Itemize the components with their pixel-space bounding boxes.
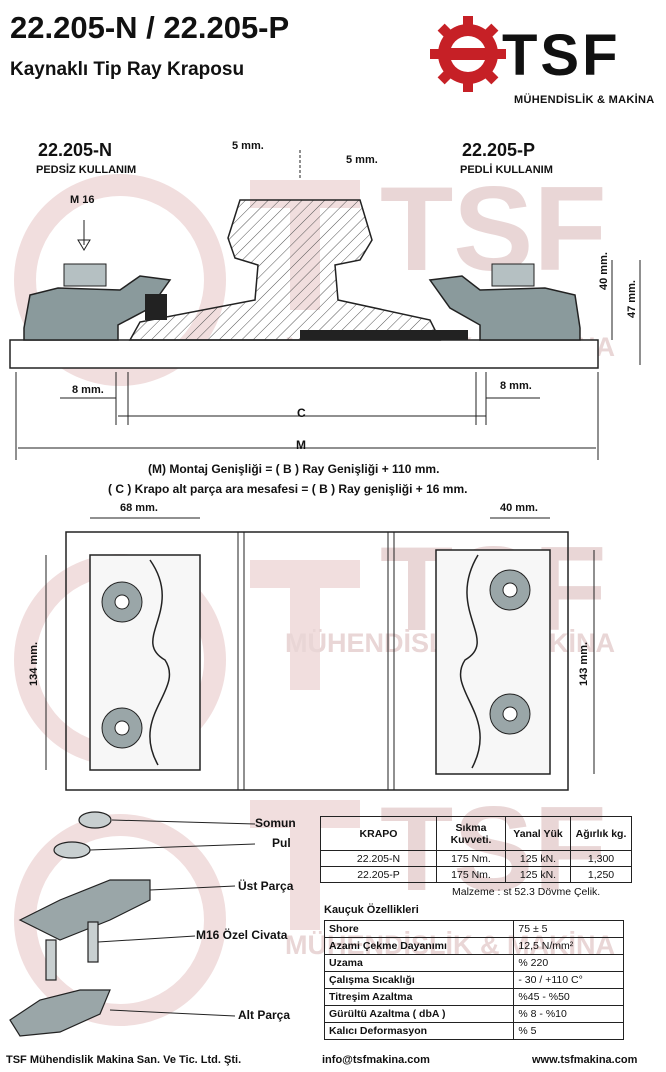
top-length-left-label: 134 mm. — [28, 641, 40, 686]
top-length-right-label: 143 mm. — [578, 641, 590, 686]
krapo-table: KRAPO Sıkma Kuvveti. Yanal Yük Ağırlık k… — [320, 816, 632, 883]
krapo-cell: 22.205-P — [320, 866, 437, 883]
cross-section-drawing — [9, 150, 641, 460]
krapo-header-weight: Ağırlık kg. — [570, 816, 632, 851]
rubber-name: Gürültü Azaltma ( dbA ) — [323, 1005, 515, 1023]
table-row: Gürültü Azaltma ( dbA )% 8 - %10 — [323, 1005, 624, 1023]
exploded-label-lower-part: Alt Parça — [238, 1008, 291, 1022]
krapo-cell: 22.205-N — [320, 850, 437, 867]
edge-right-label: 8 mm. — [500, 380, 532, 392]
height-inner-label: 40 mm. — [598, 252, 610, 290]
gap-right-label: 5 mm. — [346, 154, 378, 166]
right-clip — [428, 263, 581, 341]
logo-text: TSF — [502, 23, 621, 88]
exploded-label-nut: Somun — [255, 816, 296, 830]
table-row: Uzama% 220 — [323, 954, 624, 972]
top-view-drawing — [45, 517, 595, 791]
left-clip — [23, 263, 172, 341]
krapo-header-torque: Sıkma Kuvveti. — [436, 816, 506, 851]
table-row: Titreşim Azaltma%45 - %50 — [323, 988, 624, 1006]
rubber-value: % 5 — [513, 1022, 624, 1040]
table-row: Çalışma Sıcaklığı- 30 / +110 C° — [323, 971, 624, 989]
rubber-name: Shore — [323, 920, 515, 938]
footer-email[interactable]: info@tsfmakina.com — [322, 1054, 430, 1066]
table-row: 22.205-P 175 Nm. 125 kN. 1,250 — [320, 866, 632, 883]
rubber-value: % 220 — [513, 954, 624, 972]
watermark-letter-shapes — [250, 180, 360, 930]
krapo-cell: 1,300 — [570, 850, 632, 867]
dim-c-label: C — [297, 406, 306, 420]
footer-company: TSF Mühendislik Makina San. Ve Tic. Ltd.… — [6, 1054, 242, 1066]
rubber-name: Titreşim Azaltma — [323, 988, 515, 1006]
table-row: 22.205-N 175 Nm. 125 kN. 1,300 — [320, 850, 632, 867]
exploded-view-drawing — [9, 811, 256, 1037]
exploded-label-upper-part: Üst Parça — [238, 879, 294, 893]
gap-left-label: 5 mm. — [232, 140, 264, 152]
rubber-value: %45 - %50 — [513, 988, 624, 1006]
exploded-label-bolt: M16 Özel Civata — [196, 928, 288, 942]
rubber-value: 75 ± 5 — [513, 920, 624, 938]
edge-left-label: 8 mm. — [72, 384, 104, 396]
krapo-header-lateral-load: Yanal Yük — [505, 816, 571, 851]
page-subtitle: Kaynaklı Tip Ray Kraposu — [10, 59, 245, 80]
rubber-value: - 30 / +110 C° — [513, 971, 624, 989]
table-row: Kalıcı Deformasyon% 5 — [323, 1022, 624, 1040]
krapo-cell: 125 kN. — [505, 850, 571, 867]
krapo-cell: 175 Nm. — [436, 850, 506, 867]
formula-mounting-width: (M) Montaj Genişliği = ( B ) Ray Genişli… — [148, 462, 440, 476]
rubber-name: Çalışma Sıcaklığı — [323, 971, 515, 989]
gear-icon — [430, 16, 506, 92]
krapo-header-model: KRAPO — [320, 816, 437, 851]
right-usage-label: PEDLİ KULLANIM — [460, 164, 553, 176]
left-usage-label: PEDSİZ KULLANIM — [36, 164, 137, 176]
krapo-cell: 125 kN. — [505, 866, 571, 883]
bolt-label: M 16 — [70, 194, 95, 206]
rubber-title: Kauçuk Özellikleri — [324, 904, 419, 916]
krapo-cell: 1,250 — [570, 866, 632, 883]
left-model-label: 22.205-N — [38, 140, 113, 160]
company-logo: TSF MÜHENDİSLİK & MAKİNA — [428, 8, 656, 116]
logo-tagline: MÜHENDİSLİK & MAKİNA — [514, 94, 655, 106]
rubber-pad — [300, 330, 468, 340]
top-width-right-label: 40 mm. — [500, 502, 538, 514]
material-note: Malzeme : st 52.3 Dövme Çelik. — [452, 886, 601, 898]
rubber-value: 12,5 N/mm² — [513, 937, 624, 955]
base-plate — [9, 339, 599, 369]
dimension-lines — [15, 220, 641, 460]
top-width-left-label: 68 mm. — [120, 502, 158, 514]
krapo-cell: 175 Nm. — [436, 866, 506, 883]
height-outer-label: 47 mm. — [626, 280, 638, 318]
footer-website[interactable]: www.tsfmakina.com — [532, 1054, 638, 1066]
rubber-name: Uzama — [323, 954, 515, 972]
right-model-label: 22.205-P — [462, 140, 536, 160]
rubber-name: Kalıcı Deformasyon — [323, 1022, 515, 1040]
formula-clip-distance: ( C ) Krapo alt parça ara mesafesi = ( B… — [108, 482, 468, 496]
page-title: 22.205-N / 22.205-P — [10, 10, 290, 45]
dim-m-label: M — [296, 438, 306, 452]
rail-profile — [128, 199, 442, 341]
rubber-name: Azami Çekme Dayanımı — [323, 937, 515, 955]
exploded-label-washer: Pul — [272, 836, 291, 850]
rubber-value: % 8 - %10 — [513, 1005, 624, 1023]
